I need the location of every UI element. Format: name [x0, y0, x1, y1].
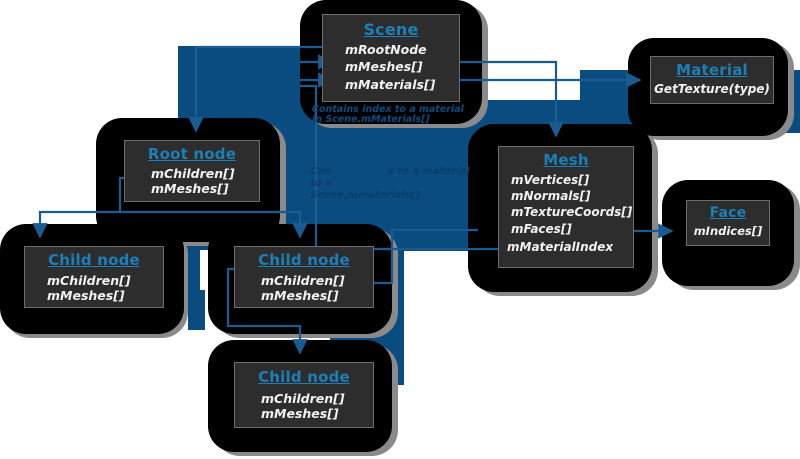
connector-materialindex-to-materials	[300, 84, 498, 251]
connector-scene-mesh	[430, 60, 564, 138]
node-root-node-title: Root node	[147, 145, 237, 163]
ghost-annotation-line1: Contains index to a material	[310, 166, 470, 177]
node-mesh-field-mnormals: mNormals[]	[511, 189, 591, 203]
node-face[interactable]: Face mIndices[]	[686, 200, 770, 246]
node-mesh-field-mmaterialindex: mMaterialIndex	[507, 240, 614, 254]
node-material[interactable]: Material GetTexture(type)	[650, 56, 774, 104]
node-mesh[interactable]: Mesh mVertices[] mNormals[] mTextureCoor…	[498, 146, 634, 268]
node-child-left[interactable]: Child node mChildren[] mMeshes[]	[24, 246, 164, 308]
node-mesh-field-mfaces: mFaces[]	[511, 222, 572, 236]
ghost-annotation: Contains index to a material to a Scene.…	[310, 166, 470, 202]
scene-annotation: Contains index to a material in Scene.mM…	[312, 105, 464, 125]
node-child-bottom[interactable]: Child node mChildren[] mMeshes[]	[234, 362, 374, 428]
node-scene-field-mrootnode: mRootNode	[345, 42, 427, 57]
node-face-title: Face	[709, 205, 747, 221]
connector-scene-rootnode	[188, 45, 340, 133]
node-child-left-field-mmeshes: mMeshes[]	[47, 288, 125, 303]
scene-annotation-line2: in Scene.mMaterials[]	[312, 114, 430, 125]
connector-root-to-child-middle	[120, 210, 308, 239]
node-material-title: Material	[676, 61, 748, 79]
node-child-middle[interactable]: Child node mChildren[] mMeshes[]	[234, 246, 374, 308]
node-mesh-field-mvertices: mVertices[]	[511, 173, 590, 187]
node-child-left-title: Child node	[48, 251, 140, 269]
node-scene-field-mmaterials: mMaterials[]	[345, 77, 436, 92]
ghost-annotation-line2: to a	[310, 178, 332, 189]
node-child-middle-field-mchildren: mChildren[]	[261, 273, 345, 288]
ghost-annotation-line3: Scene.mMaterials[]	[310, 190, 420, 201]
ghost-occluder	[331, 164, 388, 186]
node-material-field-gettexture: GetTexture(type)	[654, 82, 770, 96]
node-mesh-field-mtexturecoords: mTextureCoords[]	[511, 205, 633, 219]
node-mesh-title: Mesh	[543, 151, 589, 169]
node-face-field-mindices: mIndices[]	[693, 224, 763, 238]
node-scene-title: Scene	[363, 20, 419, 39]
node-child-middle-field-mmeshes: mMeshes[]	[261, 288, 339, 303]
node-scene[interactable]: Scene mRootNode mMeshes[] mMaterials[]	[322, 14, 460, 102]
node-child-middle-title: Child node	[258, 251, 350, 269]
node-child-bottom-field-mmeshes: mMeshes[]	[261, 406, 339, 421]
ghost-occluder-2	[345, 182, 375, 193]
node-child-bottom-title: Child node	[258, 368, 350, 386]
node-child-left-field-mchildren: mChildren[]	[47, 273, 131, 288]
node-root-node-field-mmeshes: mMeshes[]	[151, 181, 229, 196]
scene-annotation-line1: Contains index to a material	[312, 104, 464, 115]
node-root-node[interactable]: Root node mChildren[] mMeshes[]	[124, 140, 260, 202]
node-root-node-field-mchildren: mChildren[]	[151, 166, 235, 181]
node-scene-field-mmeshes: mMeshes[]	[345, 59, 423, 74]
node-child-bottom-field-mchildren: mChildren[]	[261, 391, 345, 406]
